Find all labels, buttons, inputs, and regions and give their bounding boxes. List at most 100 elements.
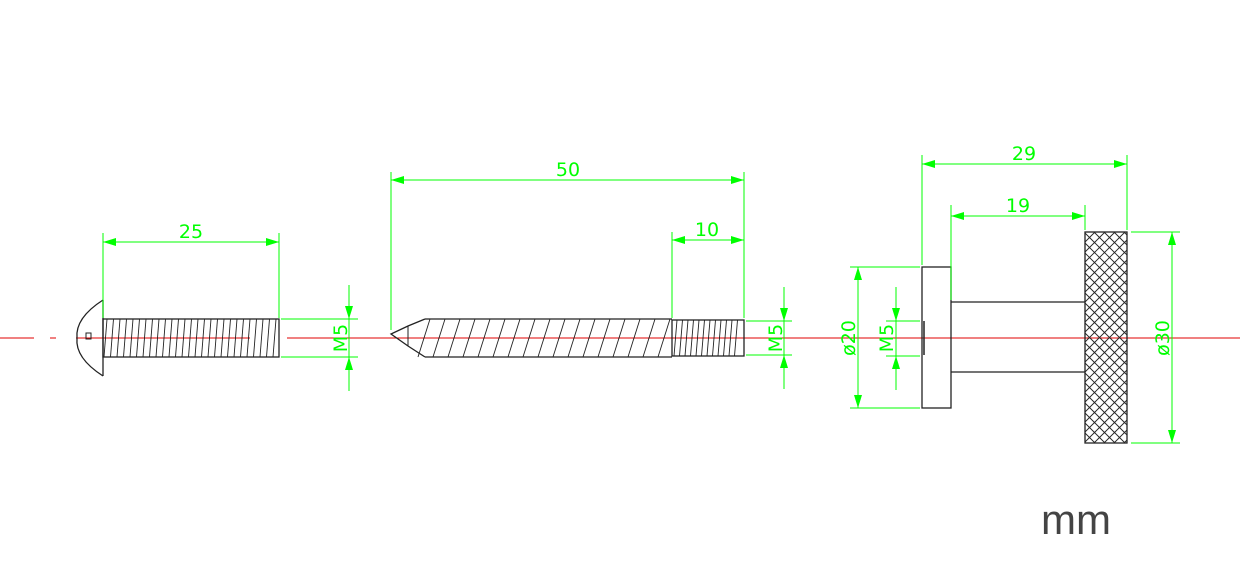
knob-thread-dim-arrow bbox=[892, 356, 900, 369]
knob-flange-diameter-dim-arrow bbox=[854, 395, 862, 408]
knurl-hatch-line bbox=[1084, 231, 1096, 243]
bolt-shank bbox=[102, 318, 280, 358]
bolt-head bbox=[76, 299, 104, 377]
knurl-hatch-line bbox=[1084, 242, 1128, 286]
knurl-hatch-line bbox=[1084, 392, 1128, 436]
screw-wood-thread-line bbox=[492, 318, 506, 358]
screw-wood-thread-line bbox=[507, 318, 521, 358]
knurl-hatch-line bbox=[1084, 319, 1128, 363]
knurl-hatch-line bbox=[1084, 322, 1128, 366]
bolt-thread-line bbox=[110, 318, 114, 358]
knob-diameter-dim-label: ø30 bbox=[1152, 320, 1174, 356]
knurl-hatch-line bbox=[1084, 362, 1128, 406]
knurl-hatch-line bbox=[1113, 231, 1128, 246]
screw-wood-thread-line bbox=[522, 318, 536, 358]
knurl-hatch-line bbox=[1103, 419, 1128, 444]
knurl-hatch-line bbox=[1103, 231, 1128, 256]
knob-diameter-dim-arrow bbox=[1168, 232, 1176, 245]
knurl-hatch-line bbox=[1084, 231, 1116, 263]
knob-overall-length-dim-label: 29 bbox=[1012, 143, 1036, 165]
bolt-thread-line bbox=[201, 318, 205, 358]
bolt-thread-dim-arrow bbox=[345, 306, 353, 319]
screw-wood-thread-line bbox=[582, 318, 596, 358]
bolt-thread-line bbox=[175, 318, 179, 358]
screw-machine-thread-line bbox=[695, 319, 700, 357]
knurl-hatch-line bbox=[1084, 369, 1128, 413]
knurl-hatch-line bbox=[1084, 379, 1128, 423]
knurl-hatch-line bbox=[1084, 279, 1128, 323]
bolt-thread-line bbox=[207, 318, 212, 358]
screw-machine-thread-line bbox=[701, 319, 705, 357]
screw-machine-thread-line bbox=[712, 319, 716, 357]
knob-knurled-head bbox=[1084, 231, 1128, 444]
knob-flange-diameter-dim-arrow bbox=[854, 267, 862, 280]
bolt-thread-line bbox=[142, 318, 147, 358]
screw-machine-thread-line bbox=[684, 319, 689, 357]
knurl-hatch-line bbox=[1084, 399, 1128, 443]
screw-machine-thread-line bbox=[690, 319, 694, 357]
knurl-hatch-line bbox=[1084, 239, 1128, 283]
bolt-thread-line bbox=[272, 318, 277, 358]
knurl-hatch-line bbox=[1084, 389, 1128, 433]
knob-diameter-dim-arrow bbox=[1168, 430, 1176, 443]
knob-thread-dim-arrow bbox=[892, 308, 900, 321]
knurl-hatch-line bbox=[1084, 232, 1128, 276]
bolt-thread-line bbox=[253, 318, 257, 358]
bolt-thread-line bbox=[266, 318, 270, 358]
knob-overall-length-dim-arrow bbox=[1114, 160, 1127, 168]
screw-wood-thread-line bbox=[462, 318, 476, 358]
screw-machine-thread bbox=[671, 319, 745, 357]
screw-length-dim-arrow bbox=[391, 176, 404, 184]
knob-shaft-length-dim-arrow bbox=[1072, 212, 1085, 220]
knurl-hatch-line bbox=[1084, 259, 1128, 303]
knurl-hatch-line bbox=[1084, 262, 1128, 306]
bolt-thread-line bbox=[155, 318, 160, 358]
screw-wood-thread-line bbox=[642, 318, 656, 358]
screw-machine-thread-line bbox=[679, 319, 683, 357]
knurl-hatch-line bbox=[1084, 349, 1128, 393]
knurl-hatch-line bbox=[1113, 429, 1128, 444]
knurl-hatch-line bbox=[1084, 282, 1128, 326]
screw-wood-thread-line bbox=[477, 318, 491, 358]
knurl-hatch-line bbox=[1084, 249, 1128, 293]
bolt-thread-line bbox=[136, 318, 140, 358]
screw-thread-dim-label: M5 bbox=[765, 324, 787, 352]
screw-machine-thread-line bbox=[717, 319, 722, 357]
bolt-thread-line bbox=[240, 318, 244, 358]
knurl-hatch-line bbox=[1084, 339, 1128, 383]
screw-thread-length-dim-arrow bbox=[731, 236, 744, 244]
knob-shaft-length-dim-label: 19 bbox=[1006, 195, 1030, 217]
bolt-thread-line bbox=[194, 318, 199, 358]
bolt-length-dim-label: 25 bbox=[179, 221, 203, 243]
knurl-hatch-line bbox=[1084, 302, 1128, 346]
bolt-length-dim-arrow bbox=[103, 238, 116, 246]
dimensions bbox=[102, 155, 1180, 444]
screw-tip bbox=[389, 318, 426, 358]
knob-flange bbox=[921, 266, 952, 409]
screw-thread-length-dim-arrow bbox=[672, 236, 685, 244]
bolt-thread-line bbox=[233, 318, 238, 358]
knurl-hatch-line bbox=[1084, 332, 1128, 376]
knurl-hatch-line bbox=[1084, 231, 1126, 273]
knurl-hatch-line bbox=[1084, 382, 1128, 426]
screw-wood-thread-line bbox=[447, 318, 461, 358]
screw-machine-thread-line bbox=[706, 319, 711, 357]
bolt-thread-line bbox=[123, 318, 127, 358]
bolt-thread-line bbox=[188, 318, 192, 358]
bolt-thread-line bbox=[149, 318, 153, 358]
screw-wood-thread-line bbox=[612, 318, 626, 358]
knurl-hatch-line bbox=[1084, 372, 1128, 416]
bolt-thread-line bbox=[181, 318, 186, 358]
bolt-thread-line bbox=[129, 318, 134, 358]
screw-wood-thread-line bbox=[627, 318, 641, 358]
knurl-hatch-line bbox=[1084, 252, 1128, 296]
screw-thread-dim-arrow bbox=[780, 355, 788, 368]
knob-overall-length-dim-arrow bbox=[922, 160, 935, 168]
bolt-thread-line bbox=[246, 318, 251, 358]
bolt-thread-line bbox=[116, 318, 121, 358]
knob-flange-diameter-dim-label: ø20 bbox=[838, 320, 860, 356]
screw-length-dim-label: 50 bbox=[556, 159, 580, 181]
knurl-hatch-line bbox=[1084, 269, 1128, 313]
knurl-hatch-line bbox=[1084, 272, 1128, 316]
